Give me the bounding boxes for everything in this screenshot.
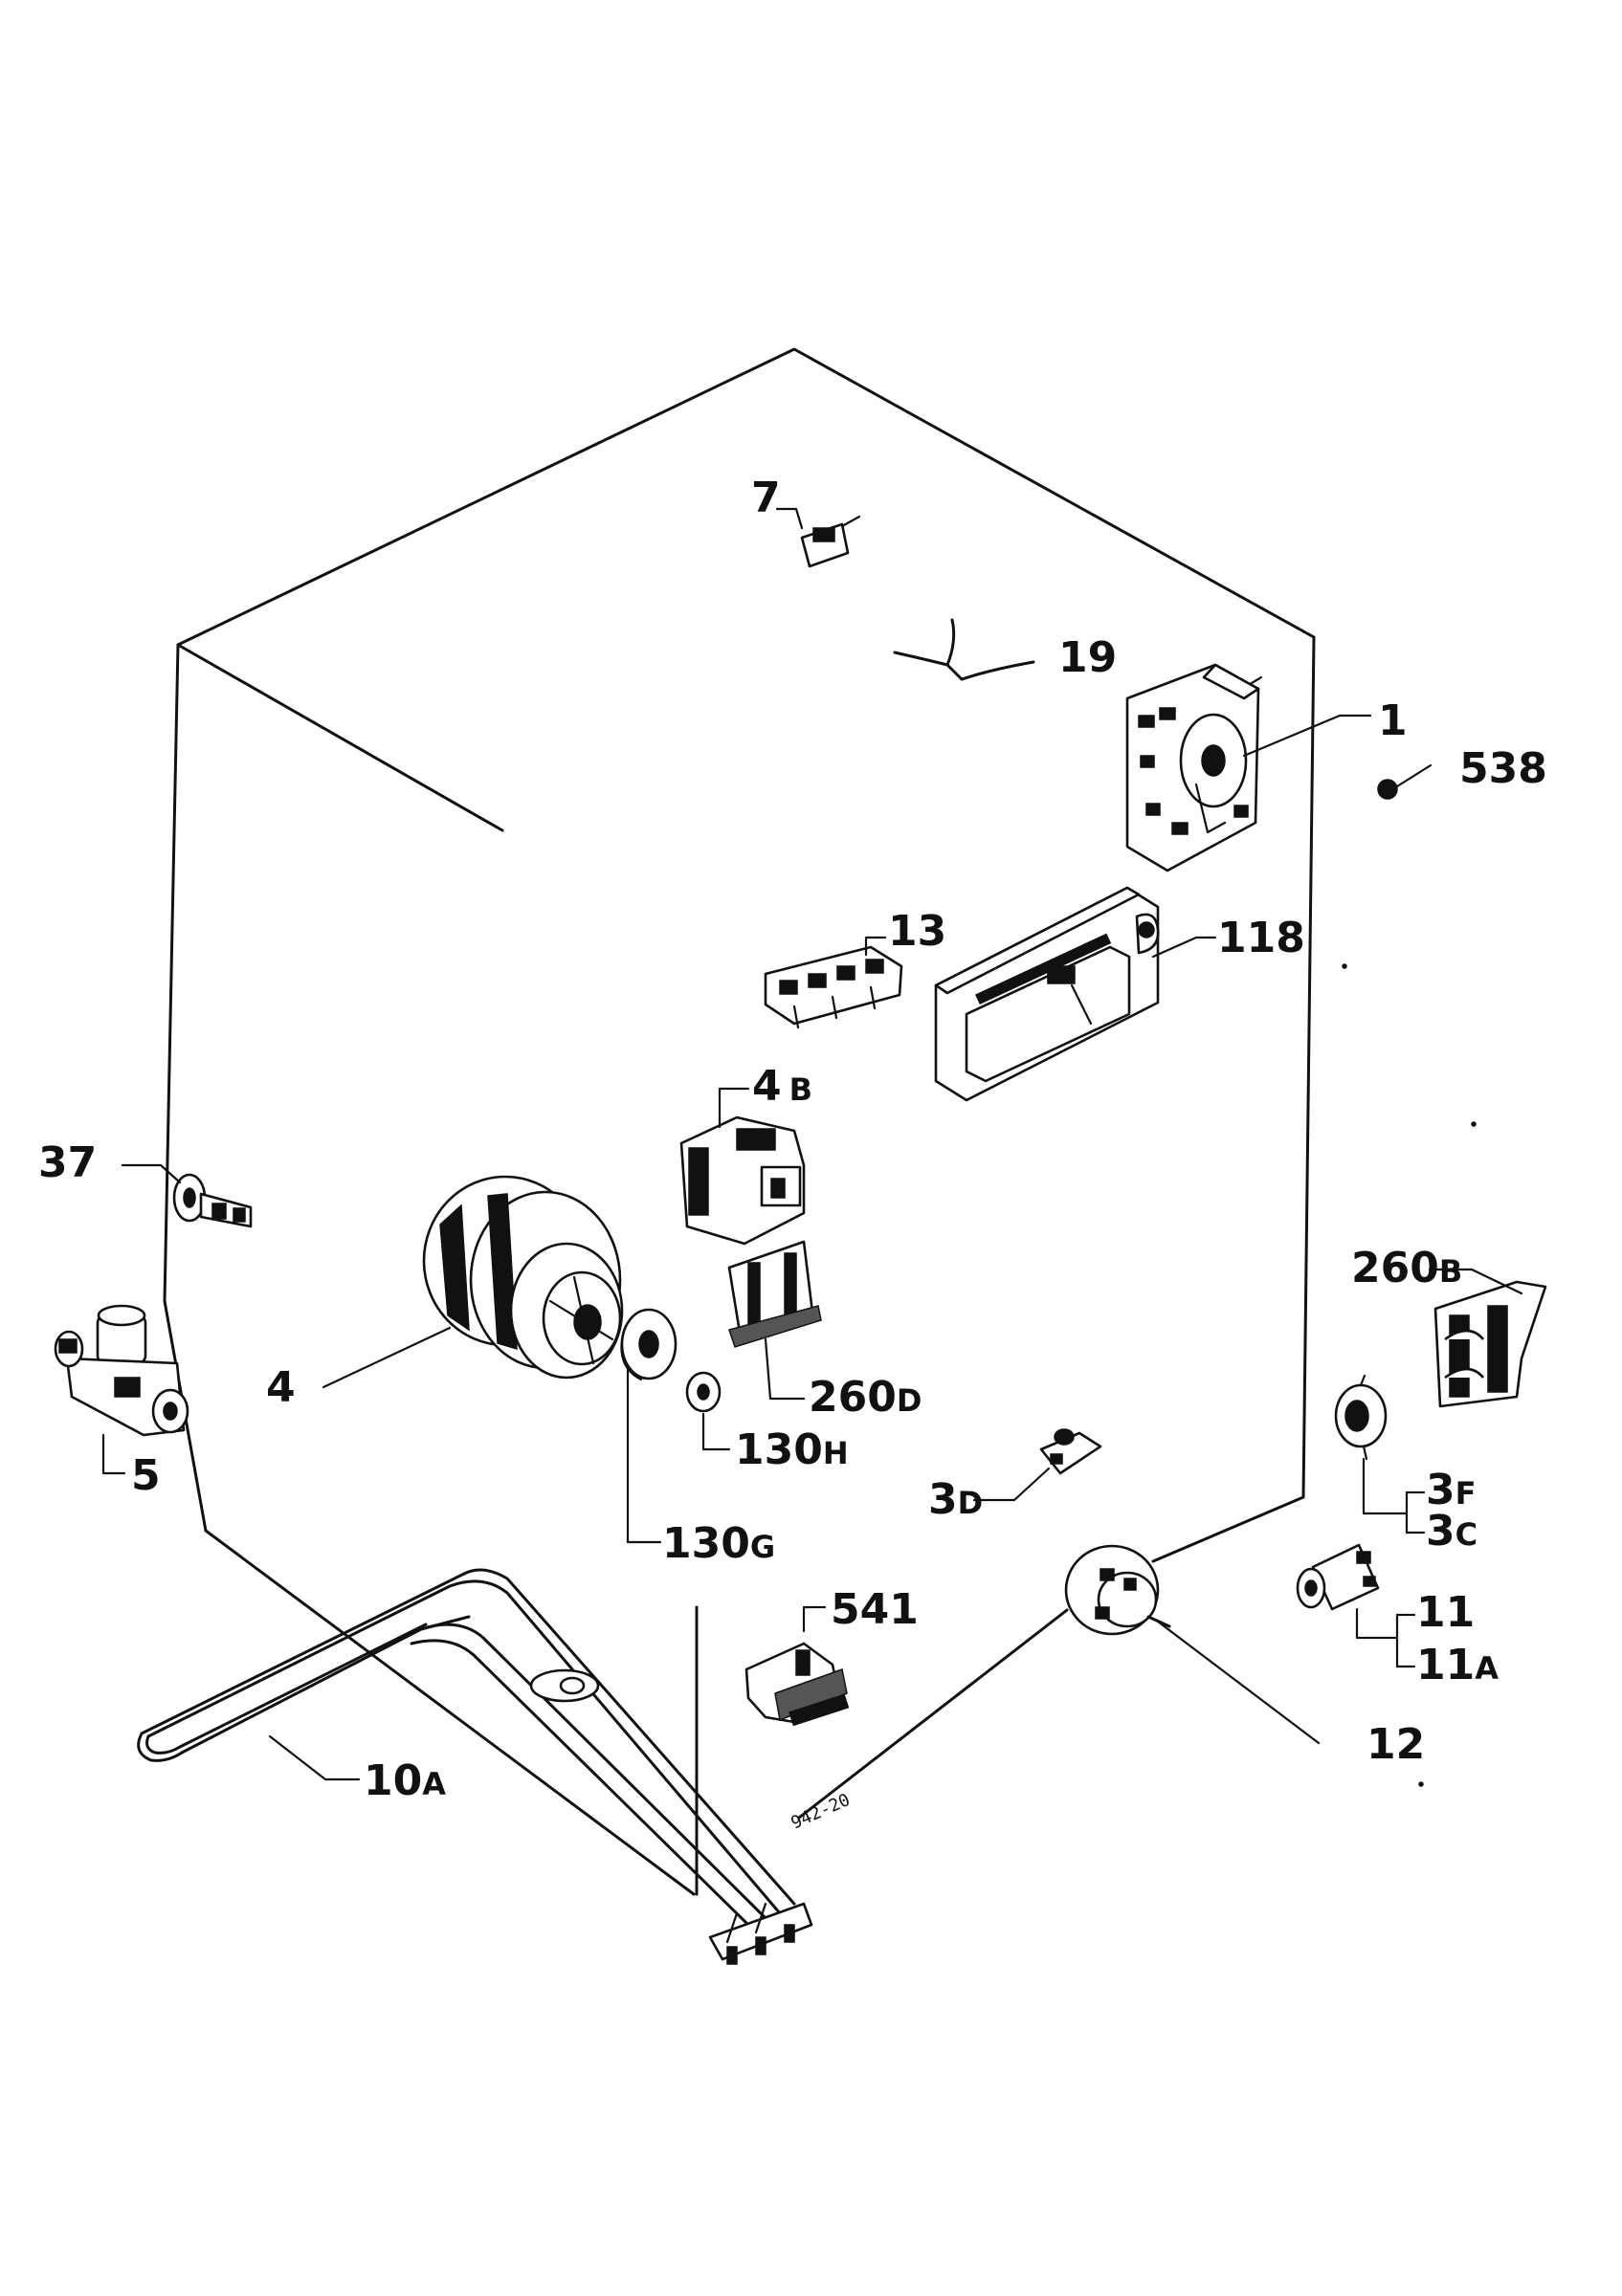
leader-3f-3c [1362, 1457, 1409, 1515]
part-19-wire [893, 618, 1035, 681]
part-12-pressure-switch [1064, 1544, 1171, 1636]
leader-4b [718, 1087, 750, 1129]
part-37-fitting [172, 1173, 253, 1228]
leader-3d [972, 1467, 1051, 1502]
leader-11-11a [1355, 1607, 1399, 1640]
label-541: 541 [831, 1585, 919, 1634]
label-3d: 3D [928, 1475, 983, 1524]
label-37: 37 [38, 1138, 97, 1187]
label-11a-main: 11 [1416, 1641, 1475, 1689]
label-3c-sub: C [1455, 1516, 1478, 1553]
label-3d-sub: D [958, 1485, 984, 1521]
label-130g-sub: G [750, 1529, 775, 1565]
label-3f-main: 3 [1426, 1466, 1455, 1514]
label-260d-sub: D [897, 1382, 922, 1419]
leader-1 [1242, 714, 1372, 758]
part-4-pump-motor [422, 1175, 624, 1380]
label-12: 12 [1366, 1720, 1425, 1769]
label-3f-sub: F [1455, 1475, 1477, 1512]
label-7: 7 [751, 474, 781, 522]
label-260b: 260B [1351, 1244, 1462, 1292]
label-4b-sub: B [789, 1071, 812, 1108]
label-538: 538 [1459, 744, 1547, 793]
scan-specks [1342, 963, 1477, 1787]
part-130g-seal [620, 1308, 678, 1381]
label-3d-main: 3 [928, 1475, 958, 1524]
leader-130h [701, 1412, 731, 1451]
label-10a-sub: A [422, 1766, 446, 1802]
label-13: 13 [888, 907, 946, 956]
leader-12 [1156, 1620, 1321, 1745]
label-3c-main: 3 [1426, 1507, 1455, 1556]
part-7-switch [800, 515, 861, 568]
part-1-timer [1125, 663, 1260, 872]
label-10a-main: 10 [364, 1756, 422, 1805]
leader-37 [121, 1163, 182, 1184]
part-118-programmer [934, 886, 1160, 1102]
label-130g: 130G [662, 1519, 775, 1568]
label-130g-main: 130 [662, 1519, 750, 1568]
label-130h-main: 130 [735, 1425, 823, 1474]
leader-4 [322, 1326, 452, 1389]
leader-260d [764, 1337, 806, 1401]
part-11-dispenser-coil [1296, 1543, 1380, 1611]
drawing-stamp: 942-20 [788, 1790, 853, 1834]
leader-118 [1151, 936, 1217, 959]
leader-130g [626, 1368, 662, 1544]
label-118: 118 [1217, 914, 1305, 962]
leader-7 [775, 507, 804, 530]
label-1: 1 [1378, 696, 1408, 745]
part-3d-thermostat [1039, 1428, 1102, 1475]
part-3f-3c-thermostat [1334, 1374, 1388, 1461]
label-4: 4 [266, 1363, 296, 1412]
cabinet-outline [163, 347, 1316, 1896]
label-3f: 3F [1426, 1466, 1476, 1514]
label-19: 19 [1058, 633, 1117, 682]
leader-541 [802, 1605, 827, 1633]
part-13-switch-block [764, 945, 903, 1029]
part-260d-bracket [727, 1240, 822, 1348]
label-11a: 11A [1416, 1641, 1499, 1689]
part-538-screw [1377, 763, 1433, 800]
leader-10a [268, 1734, 361, 1781]
label-11a-sub: A [1475, 1650, 1499, 1687]
part-260b-bracket [1433, 1280, 1547, 1408]
label-10a: 10A [364, 1756, 446, 1805]
leader-5 [101, 1433, 126, 1475]
label-260b-main: 260 [1351, 1244, 1439, 1292]
leader-13 [864, 936, 887, 957]
label-3c: 3C [1426, 1507, 1478, 1556]
label-130h-sub: H [823, 1435, 849, 1471]
label-5: 5 [131, 1451, 161, 1500]
part-541-clip [744, 1642, 850, 1727]
label-4b-main: 4 [752, 1062, 782, 1111]
label-260b-sub: B [1439, 1253, 1462, 1290]
part-130h-bushing [685, 1371, 722, 1413]
label-130h: 130H [735, 1425, 849, 1474]
label-260d: 260D [809, 1373, 922, 1422]
label-11: 11 [1416, 1588, 1475, 1637]
label-260d-main: 260 [809, 1373, 897, 1422]
leader-260b [1428, 1268, 1523, 1295]
part-4b-relay [679, 1115, 806, 1246]
part-5-inlet-valve [54, 1304, 189, 1437]
part-10a-heating-element [137, 1568, 813, 1965]
